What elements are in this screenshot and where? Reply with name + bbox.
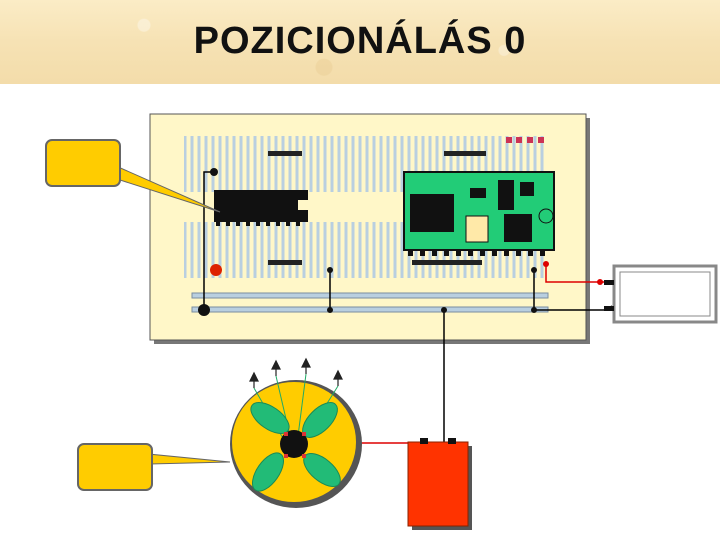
wire-junctions (198, 168, 603, 316)
power-supply (407, 438, 472, 530)
microcontroller-module (403, 171, 555, 256)
stepper-motor (230, 357, 362, 508)
page-title: POZICIONÁLÁS 0 (193, 20, 527, 62)
ic-chip (214, 190, 308, 226)
callout-bottom (77, 443, 231, 491)
title-banner (0, 0, 720, 84)
display-box (604, 264, 718, 324)
callout-top (45, 139, 221, 213)
